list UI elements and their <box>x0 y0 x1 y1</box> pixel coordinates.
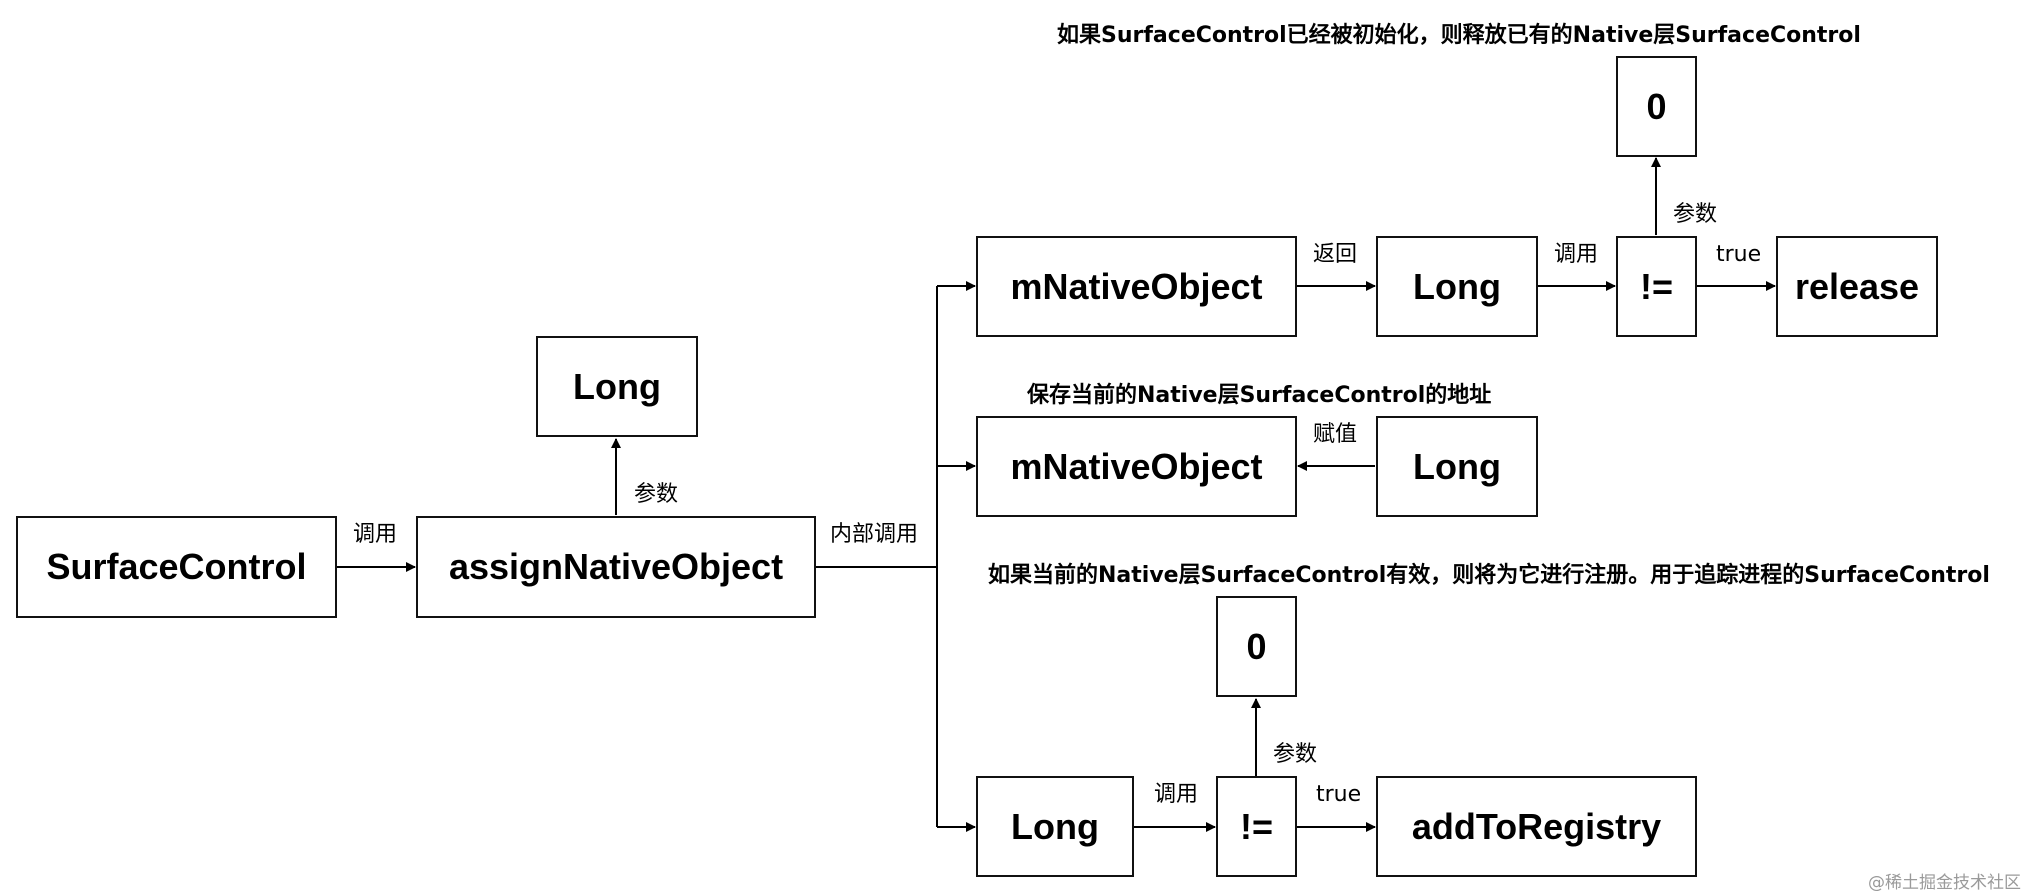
node-release: release <box>1776 236 1938 337</box>
node-zero-top: 0 <box>1616 56 1697 157</box>
label-call-1: 调用 <box>353 522 398 547</box>
node-m-native-object-top: mNativeObject <box>976 236 1297 337</box>
annotation-release: 如果SurfaceControl已经被初始化，则释放已有的Native层Surf… <box>1057 23 1861 48</box>
label-call-3: 调用 <box>1154 782 1199 807</box>
node-add-to-registry: addToRegistry <box>1376 776 1697 877</box>
watermark: @稀土掘金技术社区 <box>1868 873 2021 893</box>
node-long-bottom: Long <box>976 776 1134 877</box>
annotation-register: 如果当前的Native层SurfaceControl有效，则将为它进行注册。用于… <box>988 563 1990 588</box>
label-assign: 赋值 <box>1313 422 1358 447</box>
label-call-2: 调用 <box>1554 242 1599 267</box>
node-surface-control: SurfaceControl <box>16 516 337 618</box>
label-true-1: true <box>1716 242 1762 267</box>
label-true-2: true <box>1316 782 1362 807</box>
node-neq-top: != <box>1616 236 1697 337</box>
label-param-3: 参数 <box>1273 742 1318 767</box>
node-zero-bottom: 0 <box>1216 596 1297 697</box>
node-m-native-object-mid: mNativeObject <box>976 416 1297 517</box>
label-internal-call: 内部调用 <box>830 522 919 547</box>
annotation-save: 保存当前的Native层SurfaceControl的地址 <box>1027 383 1492 408</box>
node-long-returned: Long <box>1376 236 1538 337</box>
label-param-2: 参数 <box>1673 202 1718 227</box>
node-long-assigned: Long <box>1376 416 1538 517</box>
node-assign-native-object: assignNativeObject <box>416 516 816 618</box>
node-long-param: Long <box>536 336 698 437</box>
node-neq-bottom: != <box>1216 776 1297 877</box>
label-returns: 返回 <box>1313 242 1358 267</box>
label-param-1: 参数 <box>634 482 679 507</box>
